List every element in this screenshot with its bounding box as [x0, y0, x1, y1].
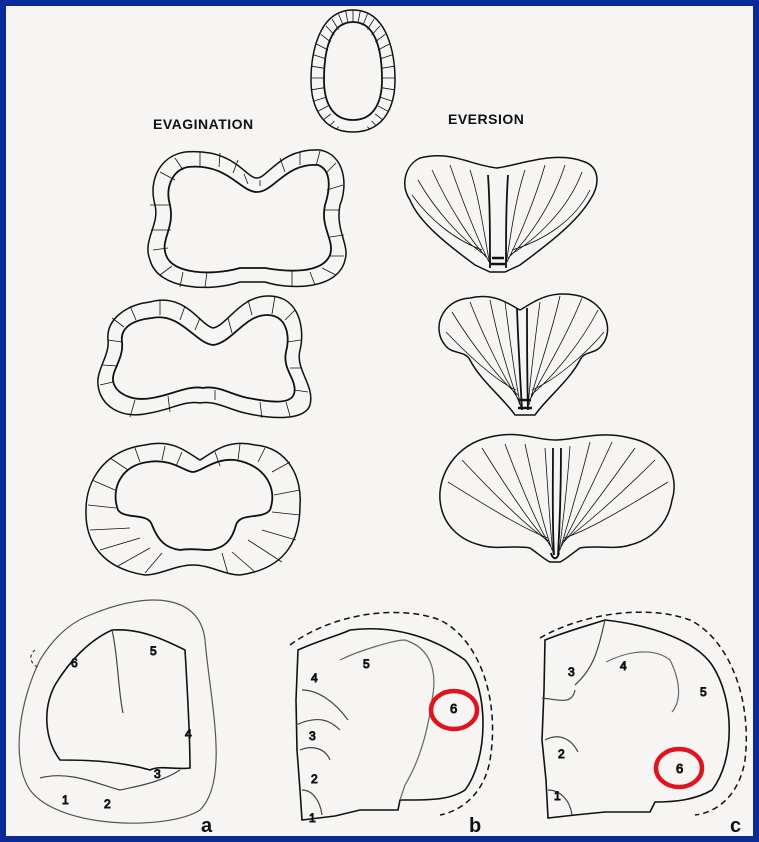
- oval-wall-hatch: [372, 26, 380, 35]
- panel-b-diagram: 4 5 3 2 1 6: [290, 612, 493, 825]
- oval-wall-hatch: [326, 26, 334, 35]
- oval-wall-hatch: [382, 66, 395, 68]
- oval-wall-hatch: [380, 55, 392, 59]
- panel-c-region-5: 5: [700, 685, 707, 699]
- oval-wall-hatch: [317, 106, 328, 112]
- panel-a-region-3: 3: [154, 767, 161, 781]
- panel-c-region-6: 6: [676, 761, 683, 776]
- panel-a-letter: a: [201, 815, 213, 837]
- panel-c-diagram: 3 4 5 2 1 6: [540, 612, 746, 818]
- oval-wall-hatch: [321, 34, 331, 42]
- oval-wall-hatch: [332, 19, 339, 29]
- panel-c-region-2: 2: [558, 747, 565, 761]
- panel-a-region-4: 4: [185, 727, 192, 741]
- oval-wall-hatch: [312, 66, 325, 68]
- oval-wall-hatch: [339, 131, 344, 142]
- eversion-stage-1: [405, 156, 597, 272]
- oval-wall-hatch: [339, 14, 344, 25]
- oval-wall-hatch: [312, 88, 325, 90]
- panel-b-region-4: 4: [311, 671, 318, 685]
- panel-c-region-4: 4: [620, 659, 627, 673]
- panel-a-diagram: 5 6 4 3 2 1: [19, 600, 216, 823]
- oval-wall-hatch: [382, 88, 395, 90]
- panel-a-region-1: 1: [62, 793, 69, 807]
- neural-tube-oval: [311, 10, 395, 146]
- eversion-stage-2: [439, 294, 608, 415]
- panel-b-region-5: 5: [363, 657, 370, 671]
- oval-wall-hatch: [358, 133, 360, 145]
- oval-wall-hatch: [358, 11, 360, 23]
- panel-b-letter: b: [469, 815, 481, 837]
- oval-wall-hatch: [368, 19, 375, 29]
- evagination-stage-2: [98, 296, 311, 418]
- panel-b-region-1: 1: [309, 811, 316, 825]
- oval-wall-hatch: [372, 121, 380, 130]
- oval-wall-hatch: [326, 121, 334, 130]
- panel-c-region-3: 3: [568, 665, 575, 679]
- oval-wall-hatch: [363, 131, 368, 142]
- oval-wall-hatch: [375, 34, 385, 42]
- panel-a-region-5: 5: [150, 644, 157, 658]
- oval-wall-hatch: [363, 14, 368, 25]
- oval-wall-hatch: [314, 55, 326, 59]
- evagination-stage-1: [148, 150, 346, 288]
- panel-b-region-2: 2: [311, 772, 318, 786]
- oval-wall-hatch: [346, 133, 348, 145]
- panel-c-region-1: 1: [554, 789, 561, 803]
- panel-a-region-6: 6: [71, 656, 78, 670]
- panel-c-letter: c: [730, 815, 741, 837]
- oval-wall-hatch: [317, 44, 328, 50]
- evagination-stage-3: [86, 443, 300, 575]
- eversion-stage-3: [440, 435, 674, 562]
- oval-wall-hatch: [314, 97, 326, 101]
- oval-wall-hatch: [378, 106, 389, 112]
- oval-wall-hatch: [346, 11, 348, 23]
- panel-b-region-3: 3: [309, 729, 316, 743]
- panel-b-region-6: 6: [450, 701, 457, 716]
- oval-wall-hatch: [378, 44, 389, 50]
- panel-a-region-2: 2: [104, 797, 111, 811]
- oval-wall-hatch: [380, 97, 392, 101]
